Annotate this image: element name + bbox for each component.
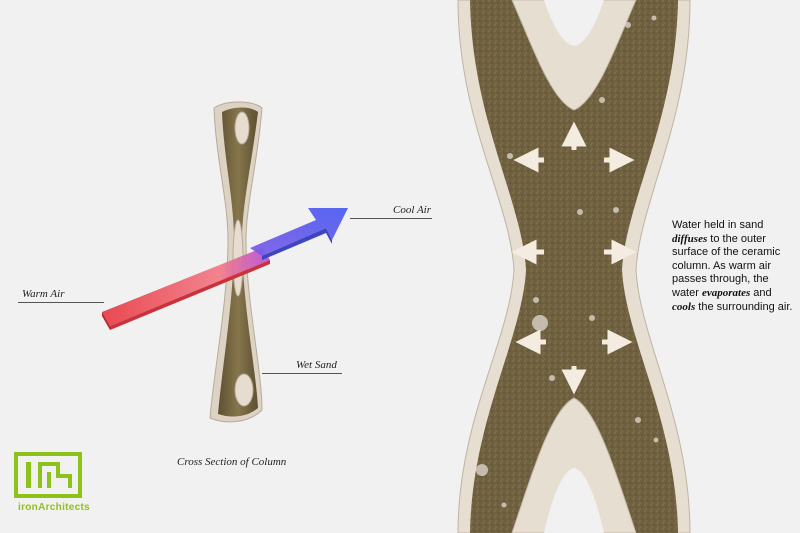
column-hole-bottom — [234, 373, 254, 407]
cool-air-label: Cool Air — [393, 204, 432, 216]
warm-air-leader — [18, 302, 104, 303]
closeup-diagram — [457, 0, 691, 533]
column-hole-top — [234, 111, 250, 145]
closeup-top-lobe — [511, 0, 637, 111]
closeup-sand — [470, 0, 678, 533]
warm-air-arrow — [102, 248, 270, 326]
warm-air-label: Warm Air — [22, 288, 65, 300]
cool-air-leader — [350, 218, 432, 219]
closeup-bottom-lobe — [511, 397, 637, 533]
diagram-caption: Cross Section of Column — [177, 456, 287, 468]
water-droplets — [476, 15, 659, 508]
wet-sand-label: Wet Sand — [296, 359, 337, 371]
column-diagram — [102, 101, 348, 423]
diffusion-arrows — [511, 121, 637, 395]
description-text: Water held in sand diffuses to the outer… — [672, 219, 793, 313]
logo-wordmark: ironArchitects — [18, 502, 90, 513]
cool-air-arrow — [250, 208, 348, 256]
wet-sand-leader — [262, 373, 342, 374]
iron-architects-logo — [14, 452, 82, 498]
